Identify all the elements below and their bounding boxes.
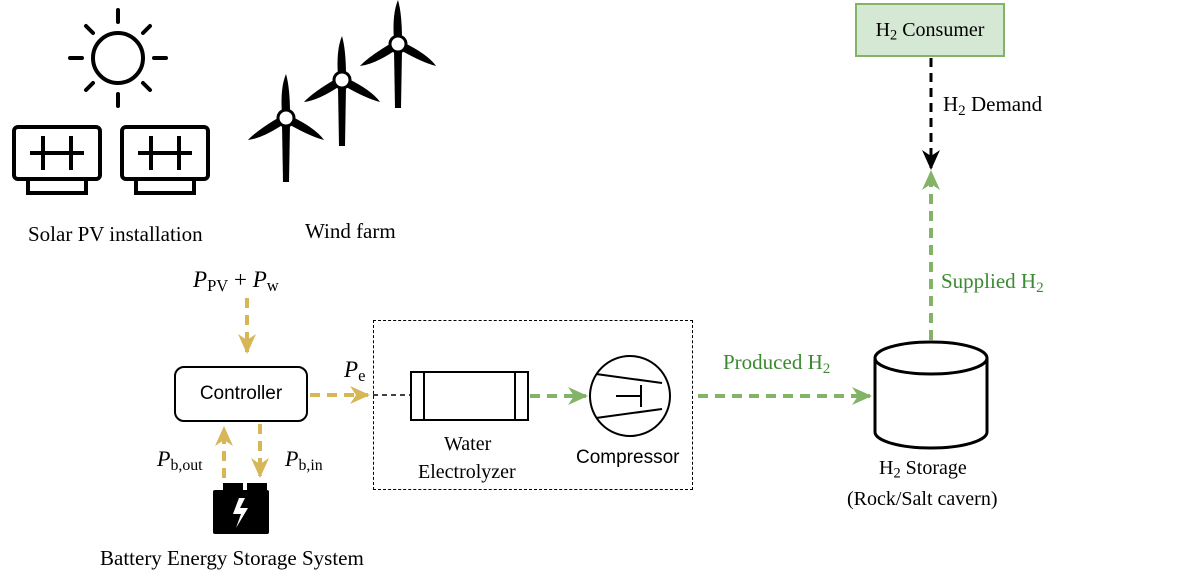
electrolysis-unit-frame [373,320,693,490]
battery-label: Battery Energy Storage System [100,546,364,570]
supplied-h2-label: Supplied H2 [941,269,1044,296]
produced-h2-label: Produced H2 [723,350,831,377]
battery-out-label: Pb,out [157,446,203,474]
input-power-label: PPV + Pw [193,267,279,296]
wind-turbine-icon [247,74,325,182]
h2-demand-label: H2 Demand [943,92,1043,119]
controller-box: Controller [174,366,308,422]
sun-icon [68,8,168,108]
battery-icon [213,483,269,534]
electrolyzer-label-line1: Water [444,433,492,455]
compressor-icon [589,355,671,437]
storage-label: H2 Storage [879,457,967,482]
controller-label: Controller [199,383,283,404]
wind-turbine-icon [359,0,437,108]
solar-pv-label: Solar PV installation [28,222,203,246]
storage-cylinder-icon [873,340,989,450]
wind-turbine-icon [303,36,381,146]
solar-panel-icon [120,125,210,195]
solar-panel-icon [12,125,102,195]
electrolyzer-power-label: Pe [344,357,366,386]
compressor-label: Compressor [576,447,680,468]
h2-consumer-box: H2 Consumer [855,3,1005,57]
electrolyzer-label-line2: Electrolyzer [418,461,516,483]
wind-farm-label: Wind farm [305,219,396,243]
h2-consumer-label: H2 Consumer [875,18,985,44]
storage-label-line2: (Rock/Salt cavern) [847,488,998,510]
battery-in-label: Pb,in [285,446,323,474]
electrolyzer-icon [410,371,529,421]
